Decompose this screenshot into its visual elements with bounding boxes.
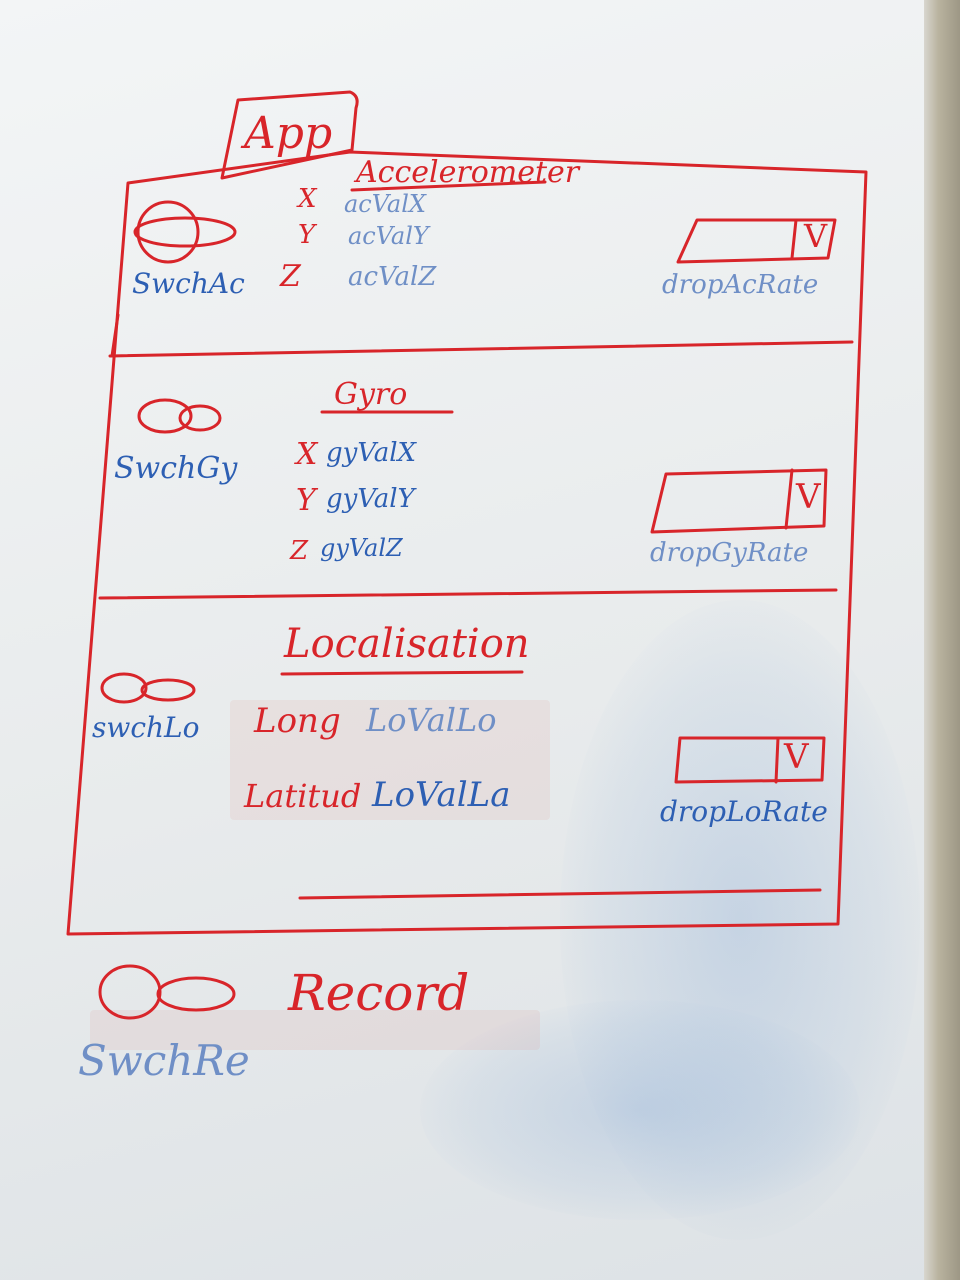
accelerometer-switch-label[interactable]: SwchAc — [132, 267, 245, 300]
gyro-value-y: gyValY — [326, 484, 415, 514]
section-divider — [110, 313, 120, 358]
axis-label: X — [298, 184, 317, 214]
accelerometer-switch-icon — [133, 200, 237, 264]
app-frame-outline — [66, 150, 868, 936]
accelerometer-value-z: acValZ — [348, 262, 437, 292]
gyro-value-z: gyValZ — [320, 534, 403, 562]
blue-eraser-smudge — [420, 1000, 860, 1220]
localization-switch-label[interactable]: swchLo — [92, 711, 200, 744]
whiteboard-frame — [924, 0, 960, 1280]
app-tab-label: App — [244, 108, 333, 159]
localization-switch-icon — [100, 672, 196, 704]
section-divider — [98, 588, 838, 600]
record-switch-icon — [98, 964, 236, 1020]
axis-label: Y — [296, 483, 316, 518]
latitude-value: LoValLa — [372, 775, 511, 815]
gyro-switch-label[interactable]: SwchGy — [114, 451, 238, 486]
section-divider — [108, 340, 854, 358]
localization-dropdown-label: dropLoRate — [660, 795, 828, 828]
title-underline — [280, 670, 524, 676]
accelerometer-value-y: acValY — [348, 222, 429, 250]
title-underline — [350, 180, 547, 192]
axis-label: Y — [298, 220, 316, 250]
accelerometer-dropdown — [676, 218, 837, 264]
latitude-label: Latitud — [244, 777, 362, 815]
dropdown-chevron-icon[interactable]: V — [784, 737, 809, 777]
axis-label: X — [296, 437, 318, 472]
red-eraser-smudge — [90, 1010, 540, 1050]
record-label: Record — [288, 964, 470, 1022]
accelerometer-dropdown-label: dropAcRate — [662, 270, 819, 300]
axis-label: Z — [280, 259, 301, 294]
longitude-label: Long — [254, 701, 341, 741]
longitude-value: LoValLo — [366, 701, 497, 739]
gyro-dropdown-label: dropGyRate — [650, 538, 809, 568]
dropdown-chevron-icon[interactable]: V — [804, 217, 828, 255]
blue-eraser-smudge — [560, 600, 920, 1240]
red-eraser-smudge — [230, 700, 550, 820]
localization-dropdown — [674, 736, 826, 784]
dropdown-chevron-icon[interactable]: V — [796, 477, 821, 517]
localization-title: Localisation — [284, 621, 530, 667]
section-divider — [298, 888, 822, 900]
gyro-switch-icon — [137, 398, 222, 434]
gyro-value-x: gyValX — [326, 438, 417, 468]
gyro-title: Gyro — [334, 377, 408, 412]
gyro-dropdown — [650, 468, 828, 534]
accelerometer-value-x: acValX — [344, 190, 426, 218]
app-tab-outline — [220, 90, 359, 180]
accelerometer-title: Accelerometer — [356, 155, 580, 190]
axis-label: Z — [290, 536, 309, 566]
record-switch-label[interactable]: SwchRe — [78, 1036, 250, 1085]
